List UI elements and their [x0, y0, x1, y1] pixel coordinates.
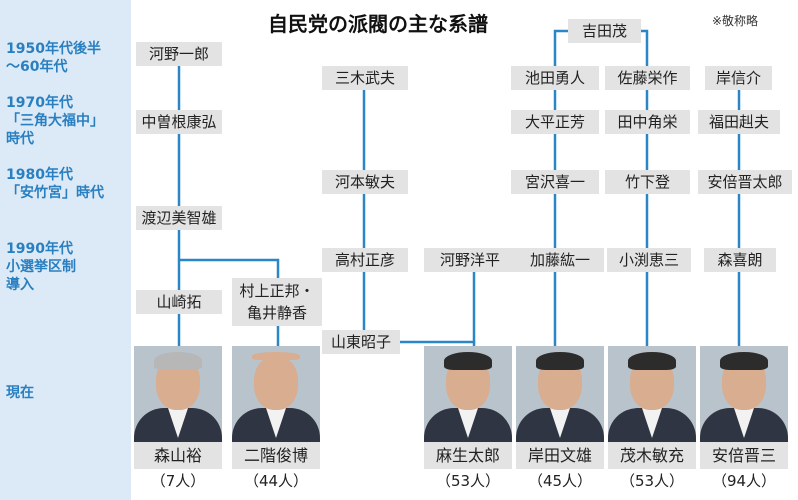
era-label-present: 現在 — [6, 385, 34, 401]
box-murakami-kamei: 村上正邦・ 亀井静香 — [232, 278, 322, 326]
era-column: 1950年代後半 ～60年代 1970年代 「三角大福中」 時代 1980年代 … — [0, 0, 131, 500]
box-leader-kishida: 岸田文雄 — [516, 442, 604, 469]
era-label-1980s: 1980年代 「安竹宮」時代 — [6, 167, 104, 201]
count-moriyama: （7人） — [150, 472, 206, 490]
line-santo-aso — [400, 262, 476, 344]
count-abe: （94人） — [711, 472, 777, 490]
era-label-1950s: 1950年代後半 ～60年代 — [6, 41, 101, 75]
count-motegi: （53人） — [619, 472, 685, 490]
count-kishida: （45人） — [527, 472, 593, 490]
count-aso: （53人） — [435, 472, 501, 490]
line-watanabe-murakami — [179, 258, 280, 278]
box-fukuda: 福田赳夫 — [698, 110, 780, 134]
photo-abe — [700, 346, 788, 442]
box-ohira: 大平正芳 — [511, 110, 599, 134]
box-kishi: 岸信介 — [705, 66, 772, 90]
photo-nikai — [232, 346, 320, 442]
box-tanaka: 田中角栄 — [605, 110, 690, 134]
box-nakasone: 中曽根康弘 — [136, 110, 222, 134]
box-komoto: 河本敏夫 — [322, 170, 408, 194]
box-abe-shintaro: 安倍晋太郎 — [698, 170, 792, 194]
box-miki: 三木武夫 — [322, 66, 408, 90]
box-santo: 山東昭子 — [322, 330, 400, 354]
photo-kishida — [516, 346, 604, 442]
box-kono-ichiro: 河野一郎 — [136, 42, 222, 66]
box-miyazawa: 宮沢喜一 — [511, 170, 599, 194]
box-leader-aso: 麻生太郎 — [424, 442, 512, 469]
era-label-1990s: 1990年代 小選挙区制 導入 — [6, 241, 76, 293]
box-leader-nikai: 二階俊博 — [232, 442, 320, 469]
box-yamasaki: 山崎拓 — [136, 290, 222, 314]
box-kato: 加藤紘一 — [516, 248, 604, 272]
box-leader-moriyama: 森山裕 — [134, 442, 222, 469]
line-yoshida-sato — [641, 29, 649, 74]
photo-aso — [424, 346, 512, 442]
honorifics-note: ※敬称略 — [712, 14, 759, 28]
photo-motegi — [608, 346, 696, 442]
box-leader-abe: 安倍晋三 — [700, 442, 788, 469]
line-yoshida-ikeda — [553, 29, 568, 74]
box-mori: 森喜朗 — [704, 248, 776, 272]
box-yoshida: 吉田茂 — [568, 19, 641, 43]
box-kono-yohei: 河野洋平 — [424, 248, 516, 272]
photo-moriyama — [134, 346, 222, 442]
diagram-title: 自民党の派閥の主な系譜 — [268, 12, 488, 36]
box-watanabe: 渡辺美智雄 — [136, 206, 222, 230]
box-sato: 佐藤栄作 — [605, 66, 690, 90]
box-ikeda: 池田勇人 — [511, 66, 599, 90]
box-takeshita: 竹下登 — [605, 170, 690, 194]
era-label-1970s: 1970年代 「三角大福中」 時代 — [6, 95, 104, 147]
box-komura: 高村正彦 — [322, 248, 408, 272]
box-leader-motegi: 茂木敏充 — [608, 442, 696, 469]
count-nikai: （44人） — [243, 472, 309, 490]
box-obuchi: 小渕恵三 — [607, 248, 691, 272]
